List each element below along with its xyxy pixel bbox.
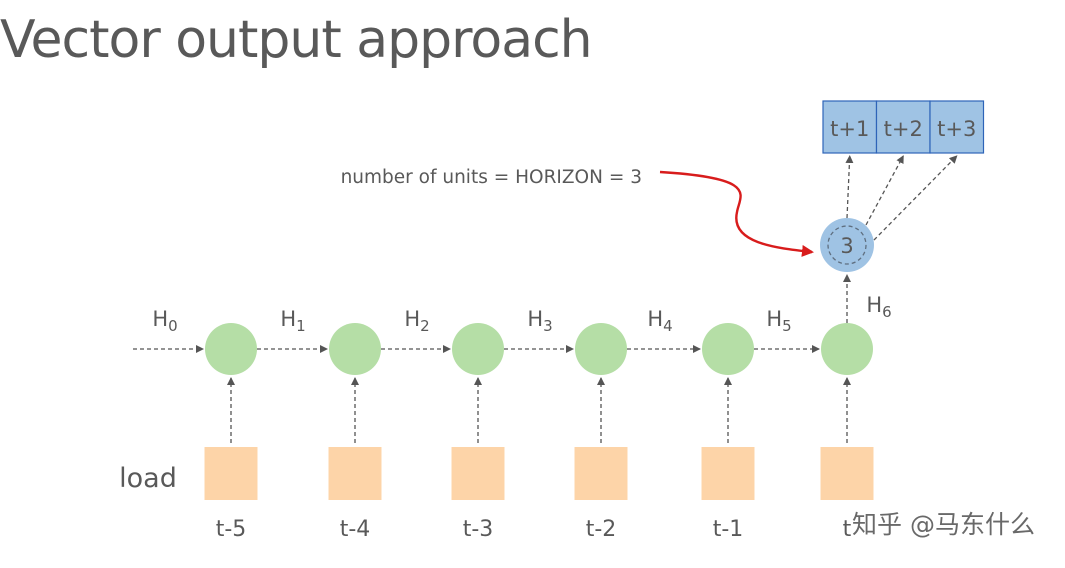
input-label: load	[119, 463, 177, 494]
hidden-label-subscript: 1	[296, 317, 306, 335]
annotation-text: number of units = HORIZON = 3	[341, 167, 642, 188]
shapes-layer	[204, 100, 985, 500]
output-label-2: t+3	[937, 117, 976, 141]
output-box-0	[822, 100, 878, 154]
dense-units-label: 3	[840, 234, 853, 258]
hidden-label-3: H3	[527, 307, 552, 335]
output-label-0: t+1	[830, 117, 869, 141]
hidden-label-base: H	[766, 307, 782, 331]
dense-to-output-2	[873, 155, 958, 241]
rnn-cell-1	[329, 323, 381, 375]
hidden-label-6: H6	[866, 293, 891, 321]
rnn-cell-0	[205, 323, 257, 375]
hidden-label-0: H0	[152, 307, 177, 335]
hidden-label-subscript: 4	[663, 317, 673, 335]
output-box-2	[929, 100, 985, 154]
hidden-label-base: H	[280, 307, 296, 331]
hidden-label-subscript: 2	[420, 317, 430, 335]
slide-title: Vector output approach	[0, 10, 593, 70]
hidden-label-base: H	[647, 307, 663, 331]
hidden-label-subscript: 6	[882, 303, 892, 321]
load-box-2	[451, 447, 505, 500]
load-box-1	[328, 447, 382, 500]
load-box-0	[204, 447, 258, 500]
hidden-label-base: H	[527, 307, 543, 331]
hidden-label-5: H5	[766, 307, 791, 335]
watermark: 知乎 @马东什么	[852, 510, 1035, 539]
time-label-3: t-2	[586, 517, 617, 542]
output-label-1: t+2	[884, 117, 923, 141]
hidden-label-base: H	[404, 307, 420, 331]
dense-to-output-1	[865, 155, 904, 226]
hidden-label-subscript: 3	[543, 317, 553, 335]
dense-node-ring	[827, 225, 867, 265]
rnn-cell-3	[575, 323, 627, 375]
hidden-label-1: H1	[280, 307, 305, 335]
time-label-5: t	[843, 517, 852, 542]
time-label-4: t-1	[713, 517, 744, 542]
dense-to-output-0	[845, 155, 854, 219]
hidden-label-base: H	[152, 307, 168, 331]
hidden-label-subscript: 0	[168, 317, 178, 335]
rnn-cell-2	[452, 323, 504, 375]
load-box-5	[820, 447, 874, 500]
hidden-label-base: H	[866, 293, 882, 317]
load-box-3	[574, 447, 628, 500]
annotation-arrow	[659, 170, 814, 257]
hidden-label-subscript: 5	[782, 317, 792, 335]
time-label-1: t-4	[340, 517, 371, 542]
time-label-2: t-3	[463, 517, 494, 542]
hidden-label-2: H2	[404, 307, 429, 335]
load-box-4	[701, 447, 755, 500]
rnn-cell-5	[821, 323, 873, 375]
arrows-layer	[133, 155, 958, 443]
rnn-cell-4	[702, 323, 754, 375]
hidden-label-4: H4	[647, 307, 672, 335]
time-label-0: t-5	[216, 517, 247, 542]
